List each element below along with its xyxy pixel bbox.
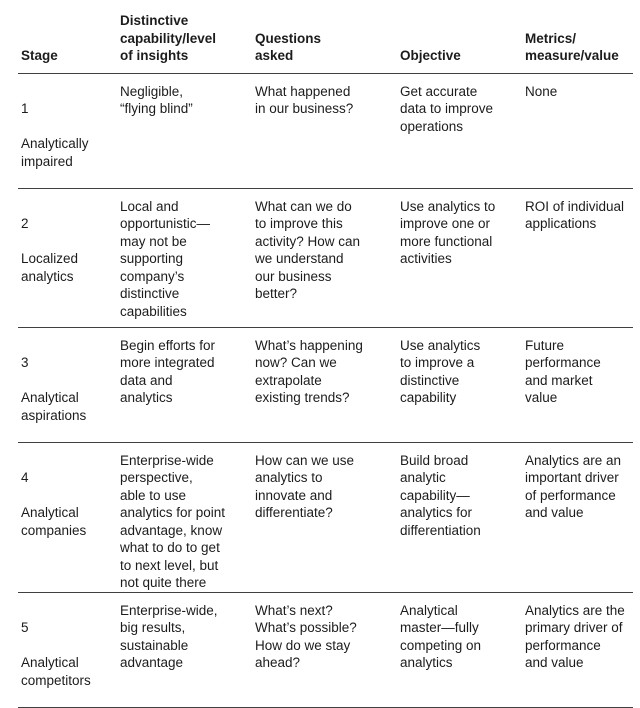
stage-number: 5	[21, 620, 29, 635]
table-row-stage-4: 4 Analytical companies Enterprise-wide p…	[18, 442, 633, 592]
cell-questions: What happened in our business?	[255, 83, 354, 117]
cell-metrics: Analytics are an important driver of per…	[525, 452, 622, 521]
stage-name: Analytical aspirations	[21, 390, 87, 423]
cell-capability: Local and opportunistic— may not be supp…	[120, 198, 211, 319]
header-capability: Distinctive capability/level of insights	[120, 13, 217, 63]
cell-objective: Analytical master—fully competing on ana…	[400, 602, 482, 671]
stage-number: 1	[21, 101, 29, 116]
cell-stage: 1 Analytically impaired	[18, 73, 120, 188]
cell-capability: Enterprise-wide perspective, able to use…	[120, 452, 226, 591]
stage-name: Localized analytics	[21, 251, 79, 284]
cell-stage: 5 Analytical competitors	[18, 592, 120, 707]
stage-number: 2	[21, 216, 29, 231]
stage-name: Analytical companies	[21, 505, 87, 538]
table-row-stage-3: 3 Analytical aspirations Begin efforts f…	[18, 327, 633, 442]
cell-metrics: Future performance and market value	[525, 337, 601, 406]
cell-questions: What can we do to improve this activity?…	[255, 198, 361, 302]
cell-capability: Negligible, “flying blind”	[120, 83, 193, 117]
stage-number: 4	[21, 470, 29, 485]
cell-questions: What’s happening now? Can we extrapolate…	[255, 337, 363, 406]
cell-objective: Use analytics to improve a distinctive c…	[400, 337, 481, 406]
analytics-maturity-table: Stage Distinctive capability/level of in…	[18, 8, 633, 708]
cell-objective: Use analytics to improve one or more fun…	[400, 198, 496, 267]
cell-questions: What’s next? What’s possible? How do we …	[255, 602, 357, 671]
table-row-stage-5: 5 Analytical competitors Enterprise-wide…	[18, 592, 633, 707]
stage-number: 3	[21, 355, 29, 370]
cell-objective: Get accurate data to improve operations	[400, 83, 494, 134]
table-row-stage-2: 2 Localized analytics Local and opportun…	[18, 188, 633, 327]
cell-stage: 2 Localized analytics	[18, 188, 120, 327]
header-stage: Stage	[21, 48, 58, 63]
table-header-row: Stage Distinctive capability/level of in…	[18, 8, 633, 73]
cell-stage: 3 Analytical aspirations	[18, 327, 120, 442]
cell-capability: Begin efforts for more integrated data a…	[120, 337, 216, 406]
header-questions: Questions asked	[255, 30, 322, 64]
cell-metrics: ROI of individual applications	[525, 198, 625, 232]
stage-name: Analytical competitors	[21, 655, 91, 688]
table-row-stage-1: 1 Analytically impaired Negligible, “fly…	[18, 73, 633, 188]
cell-metrics: Analytics are the primary driver of perf…	[525, 602, 625, 671]
stage-name: Analytically impaired	[21, 136, 89, 169]
header-objective: Objective	[400, 48, 461, 63]
cell-metrics: None	[525, 83, 558, 99]
header-metrics: Metrics/ measure/value	[525, 30, 619, 64]
cell-capability: Enterprise-wide, big results, sustainabl…	[120, 602, 218, 671]
cell-objective: Build broad analytic capability— analyti…	[400, 452, 481, 538]
cell-questions: How can we use analytics to innovate and…	[255, 452, 355, 521]
cell-stage: 4 Analytical companies	[18, 442, 120, 592]
